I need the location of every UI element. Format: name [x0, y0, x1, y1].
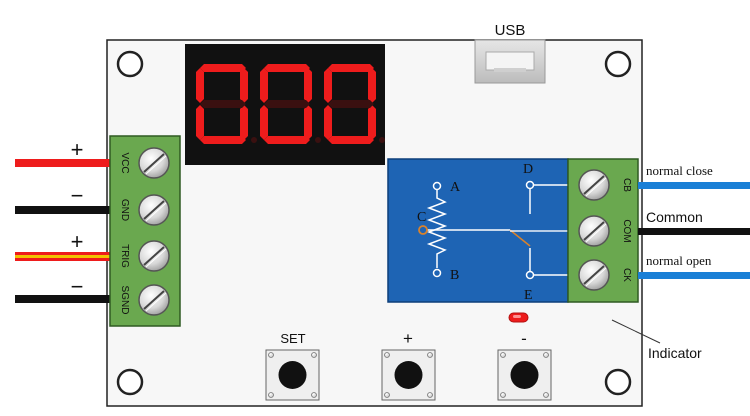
display-segment: [240, 105, 248, 140]
display-segment: [196, 68, 204, 103]
plus-button[interactable]: [381, 349, 436, 401]
contact-point-d: [525, 180, 535, 190]
coil-icon: [426, 192, 448, 268]
indicator-led: [508, 312, 529, 323]
usb-connector: [474, 39, 546, 84]
display-segment: [304, 68, 312, 103]
display-segment: [328, 100, 374, 108]
sign-sgnd: −: [71, 274, 84, 299]
screw-icon: [578, 259, 610, 291]
usb-label: USB: [495, 22, 526, 39]
display-segment: [264, 100, 310, 108]
label-normal-open: normal open: [646, 253, 712, 268]
coil-point-b: [432, 268, 442, 278]
right-terminal-block: CB COM CK: [567, 158, 639, 303]
wire-normal-close: [638, 182, 750, 189]
label-normal-close: normal close: [646, 163, 713, 178]
button-label-plus: +: [403, 329, 413, 348]
left-wires: [15, 159, 110, 303]
wire-sgnd: [15, 295, 110, 303]
relay-label-c: C: [417, 210, 426, 225]
relay-label-a: A: [450, 180, 461, 195]
mounting-hole-bottom-right: [604, 368, 632, 396]
display-digits: [196, 64, 385, 144]
mounting-holes: [116, 50, 632, 396]
display-segment: [200, 64, 246, 72]
sign-gnd: −: [71, 183, 84, 208]
relay-label-b: B: [450, 268, 459, 283]
relay-label-d: D: [523, 162, 533, 177]
display-segment: [328, 64, 374, 72]
screw-icon: [578, 215, 610, 247]
pin-code-cb: CB: [621, 178, 632, 192]
pin-label-trig: TRIG: [119, 244, 130, 268]
display-decimal-point: [379, 137, 385, 143]
right-wires: [638, 182, 750, 279]
sign-vcc: +: [71, 137, 84, 162]
button-label-minus: -: [521, 329, 527, 348]
display-segment: [264, 136, 310, 144]
sign-trig: +: [71, 229, 84, 254]
display-segment: [328, 136, 374, 144]
common-point-c: [418, 225, 428, 235]
wire-gnd: [15, 206, 110, 214]
indicator-leader-line: [611, 319, 661, 344]
mounting-hole-bottom-left: [116, 368, 144, 396]
buttons: SET + -: [265, 329, 552, 401]
display-decimal-point: [251, 137, 257, 143]
display-segment: [368, 105, 376, 140]
display-decimal-point: [315, 137, 321, 143]
left-terminal-block: VCC GND TRIG SGND: [109, 135, 181, 327]
pin-code-ck: CK: [621, 268, 632, 282]
wire-normal-open: [638, 272, 750, 279]
mounting-hole-top-left: [116, 50, 144, 78]
pin-label-vcc: VCC: [119, 152, 130, 173]
left-wire-signs: + − + −: [71, 137, 84, 299]
coil-point-a: [432, 181, 442, 191]
pin-code-com: COM: [621, 219, 632, 242]
display-segment: [324, 68, 332, 103]
display-segment: [304, 105, 312, 140]
pin-label-sgnd: SGND: [119, 286, 130, 315]
left-screws: [138, 147, 170, 316]
contact-point-e: [525, 270, 535, 280]
right-screws: [578, 169, 610, 291]
seven-segment-display: [185, 44, 385, 165]
screw-icon: [138, 284, 170, 316]
label-common: Common: [646, 209, 703, 225]
display-segment: [264, 64, 310, 72]
display-segment: [240, 68, 248, 103]
mounting-hole-top-right: [604, 50, 632, 78]
display-segment: [196, 105, 204, 140]
wire-vcc: [15, 159, 110, 167]
relay: A B C D E: [387, 158, 584, 303]
set-button[interactable]: [265, 349, 320, 401]
screw-icon: [138, 147, 170, 179]
indicator-label: Indicator: [648, 345, 702, 361]
screw-icon: [578, 169, 610, 201]
wire-trig: [15, 252, 110, 261]
display-segment: [200, 100, 246, 108]
display-segment: [200, 136, 246, 144]
screw-icon: [138, 194, 170, 226]
display-segment: [368, 68, 376, 103]
screw-icon: [138, 240, 170, 272]
wire-common: [638, 228, 750, 235]
button-label-set: SET: [280, 331, 305, 346]
display-segment: [260, 105, 268, 140]
pin-label-gnd: GND: [119, 199, 130, 221]
minus-button[interactable]: [497, 349, 552, 401]
relay-label-e: E: [524, 288, 533, 303]
display-segment: [324, 105, 332, 140]
display-segment: [260, 68, 268, 103]
